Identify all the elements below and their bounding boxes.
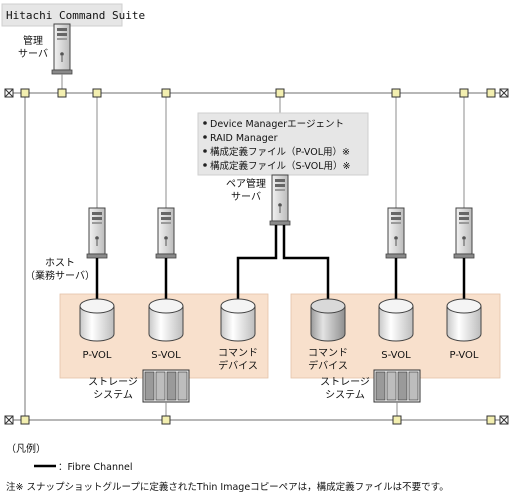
volume-pvol-left-icon (79, 298, 115, 342)
volume-label: S-VOL (151, 350, 181, 361)
host-server-icon (385, 207, 407, 259)
pair-server-label-1: ペア管理 (226, 177, 266, 190)
storage-label-1: ストレージ (88, 377, 138, 388)
volume-cmd-left-icon (220, 298, 256, 342)
volume-svol-left-icon (148, 298, 184, 342)
suite-label: Hitachi Command Suite (6, 9, 145, 22)
terminator-icon (499, 415, 509, 425)
pair-server-label-2: サーバ (231, 191, 261, 203)
terminator-icon (4, 88, 14, 98)
fibre-channel-links (95, 225, 466, 300)
volume-label: コマンド (218, 348, 258, 359)
info-item-4: 構成定義ファイル（S-VOL用）※ (210, 160, 351, 172)
info-box-list: Device Managerエージェント RAID Manager 構成定義ファ… (203, 119, 351, 172)
volume-label: デバイス (308, 359, 348, 372)
storage-system-right-icon (373, 369, 421, 403)
volume-cmd-right-icon (310, 298, 346, 342)
host-label-2: （業務サーバ） (25, 269, 95, 282)
host-server-icon (155, 207, 177, 259)
pair-server-icon (269, 174, 291, 226)
mgmt-server-label-2: サーバ (18, 48, 48, 60)
host-server-icon (453, 207, 475, 259)
volume-label: コマンド (308, 348, 348, 359)
storage-label-2: システム (93, 389, 133, 401)
volume-svol-right-icon (378, 298, 414, 342)
storage-system-left-icon (142, 369, 190, 403)
volume-label: S-VOL (381, 350, 411, 361)
legend-title: （凡例） (6, 442, 46, 455)
host-label-1: ホスト (45, 257, 75, 269)
management-server-icon (51, 23, 73, 75)
footnote: 注※ スナップショットグループに定義されたThin Imageコピーペアは，構成… (6, 481, 449, 493)
legend-fc-label: ：Fibre Channel (58, 462, 133, 473)
info-item-3: 構成定義ファイル（P-VOL用）※ (210, 146, 350, 158)
volume-label: P-VOL (450, 350, 479, 361)
terminator-icon (4, 415, 14, 425)
mgmt-server-label-1: 管理 (23, 34, 43, 47)
storage-label-2: システム (325, 389, 365, 401)
info-item-2: RAID Manager (210, 133, 278, 144)
volume-label: P-VOL (83, 350, 112, 361)
junction-node-icon (20, 88, 496, 98)
volume-label: デバイス (218, 359, 258, 372)
info-item-1: Device Managerエージェント (210, 119, 344, 130)
terminator-icon (499, 88, 509, 98)
volume-pvol-right-icon (446, 298, 482, 342)
junction-node-icon (20, 415, 496, 425)
host-server-icon (86, 207, 108, 259)
pair-server-info-box (197, 112, 369, 176)
storage-label-1: ストレージ (320, 377, 370, 388)
